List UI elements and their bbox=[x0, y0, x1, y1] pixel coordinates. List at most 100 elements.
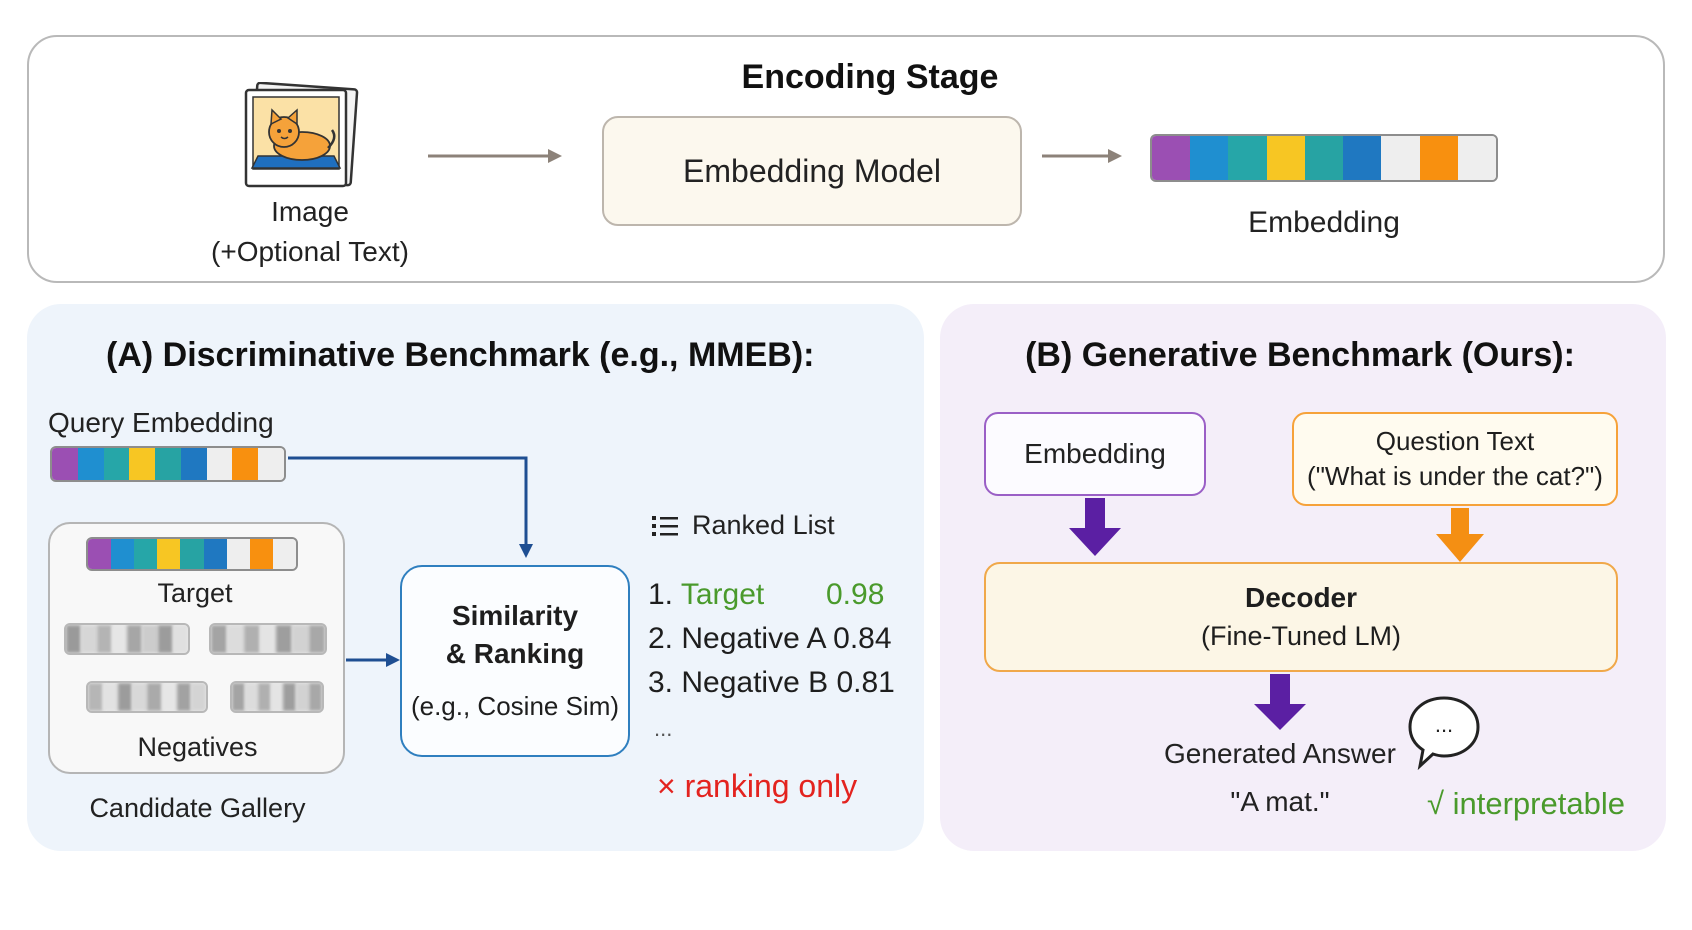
negative-bar-1 bbox=[64, 623, 190, 655]
query-embedding-bar bbox=[50, 446, 286, 482]
encoding-stage-title: Encoding Stage bbox=[741, 58, 999, 96]
embedding-segment bbox=[129, 448, 156, 480]
negative-segment bbox=[172, 625, 188, 653]
embedding-segment bbox=[272, 539, 296, 569]
embedding-segment bbox=[206, 448, 233, 480]
negative-segment bbox=[111, 625, 127, 653]
negative-segment bbox=[191, 683, 206, 711]
negative-segment bbox=[161, 683, 177, 711]
ranked-item-3: 3. Negative B 0.81 bbox=[648, 666, 895, 700]
negative-segment bbox=[308, 625, 325, 653]
embedding-segment bbox=[1381, 136, 1420, 180]
embedding-to-decoder-arrow bbox=[1069, 498, 1121, 556]
embedding-segment bbox=[1343, 136, 1382, 180]
negative-segment bbox=[147, 683, 162, 711]
image-label: Image bbox=[271, 196, 349, 227]
embedding-segment bbox=[203, 539, 227, 569]
image-to-model-arrowhead bbox=[548, 149, 562, 163]
optional-text-label: (+Optional Text) bbox=[211, 236, 409, 267]
decoder-box: Decoder (Fine-Tuned LM) bbox=[984, 562, 1618, 672]
negative-segment bbox=[292, 625, 309, 653]
negative-segment bbox=[127, 625, 143, 653]
decoder-to-answer-arrow bbox=[1254, 674, 1306, 730]
query-to-similarity-arrow bbox=[288, 456, 528, 544]
speech-bubble-text: ... bbox=[1434, 712, 1454, 737]
negative-segment bbox=[243, 625, 260, 653]
decoder-title: Decoder bbox=[1244, 582, 1358, 613]
negative-segment bbox=[211, 625, 228, 653]
embedding-segment bbox=[157, 539, 181, 569]
panel-b-title: (B) Generative Benchmark (Ours): bbox=[1025, 336, 1575, 374]
negative-segment bbox=[244, 683, 258, 711]
negatives-label: Negatives bbox=[137, 732, 258, 762]
embedding-segment bbox=[1266, 136, 1305, 180]
negative-segment bbox=[232, 683, 245, 711]
embedding-segment bbox=[249, 539, 273, 569]
query-embedding-label: Query Embedding bbox=[48, 407, 274, 438]
decoder-subtitle: (Fine-Tuned LM) bbox=[1200, 621, 1402, 651]
embedding-segment bbox=[1304, 136, 1344, 180]
negative-bar-4 bbox=[230, 681, 324, 713]
candidate-gallery-label: Candidate Gallery bbox=[89, 793, 306, 823]
negative-segment bbox=[257, 683, 271, 711]
ranked-item-2: 2. Negative A 0.84 bbox=[648, 622, 892, 656]
question-text-label: Question Text bbox=[1375, 426, 1535, 456]
ranked-item-1-name: Target bbox=[680, 578, 765, 611]
ranked-item-1: 1. Target 0.98 bbox=[648, 578, 898, 618]
negative-segment bbox=[142, 625, 158, 653]
negative-segment bbox=[157, 625, 173, 653]
similarity-title-line1: Similarity bbox=[451, 600, 579, 631]
negative-segment bbox=[270, 683, 284, 711]
generated-answer-value: "A mat." bbox=[1230, 786, 1330, 817]
negative-segment bbox=[88, 683, 103, 711]
embedding-segment bbox=[52, 448, 78, 480]
query-to-similarity-arrowhead bbox=[519, 544, 533, 558]
panel-a-title: (A) Discriminative Benchmark (e.g., MMEB… bbox=[106, 336, 815, 374]
list-icon bbox=[652, 514, 680, 538]
embedding-segment bbox=[103, 448, 130, 480]
embedding-segment bbox=[88, 539, 112, 569]
embedding-input-label: Embedding bbox=[1024, 438, 1166, 469]
embedding-segment bbox=[77, 448, 104, 480]
ranked-item-1-rank: 1. bbox=[648, 578, 674, 611]
embedding-segment bbox=[180, 448, 207, 480]
negative-segment bbox=[276, 625, 293, 653]
embedding-segment bbox=[111, 539, 135, 569]
embedding-segment bbox=[258, 448, 284, 480]
negative-bar-3 bbox=[86, 681, 208, 713]
similarity-subtitle: (e.g., Cosine Sim) bbox=[410, 691, 620, 721]
target-embedding-bar bbox=[86, 537, 298, 571]
embedding-input-box: Embedding bbox=[984, 412, 1206, 496]
cat-image-icon bbox=[240, 81, 364, 192]
similarity-title-line2: & Ranking bbox=[445, 638, 585, 669]
negative-segment bbox=[309, 683, 322, 711]
ranked-item-3-name: Negative B bbox=[681, 666, 829, 699]
embedding-segment bbox=[134, 539, 158, 569]
embedding-label: Embedding bbox=[1248, 206, 1400, 239]
negative-segment bbox=[66, 625, 82, 653]
ranked-item-2-rank: 2. bbox=[648, 622, 674, 655]
embedding-segment bbox=[232, 448, 259, 480]
negative-segment bbox=[132, 683, 147, 711]
similarity-ranking-box: Similarity & Ranking (e.g., Cosine Sim) bbox=[400, 565, 630, 757]
embedding-segment bbox=[1419, 136, 1458, 180]
model-to-embedding-arrowhead bbox=[1108, 149, 1122, 163]
gallery-to-similarity-arrowhead bbox=[386, 653, 400, 667]
speech-bubble-icon bbox=[1404, 692, 1484, 772]
embedding-segment bbox=[1457, 136, 1496, 180]
embedding-segment bbox=[1228, 136, 1267, 180]
ranking-only-verdict: × ranking only bbox=[657, 768, 858, 804]
negative-bar-2 bbox=[209, 623, 327, 655]
embedding-segment bbox=[180, 539, 204, 569]
question-text-box: Question Text ("What is under the cat?") bbox=[1292, 412, 1618, 506]
embedding-model-box: Embedding Model bbox=[602, 116, 1022, 226]
interpretable-verdict: √ interpretable bbox=[1427, 786, 1625, 821]
negative-segment bbox=[259, 625, 277, 653]
negative-segment bbox=[117, 683, 133, 711]
ranked-item-2-name: Negative A bbox=[681, 622, 825, 655]
output-embedding-bar bbox=[1150, 134, 1498, 182]
embedding-model-label: Embedding Model bbox=[683, 152, 941, 189]
question-to-decoder-arrow bbox=[1436, 508, 1484, 562]
ranked-list-title: Ranked List bbox=[692, 510, 835, 540]
